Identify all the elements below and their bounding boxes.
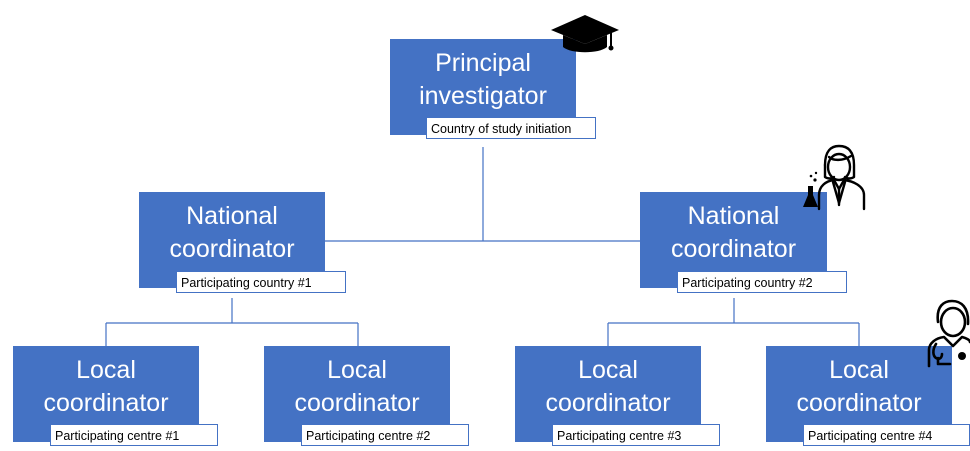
node-title-line-1: Local [327,356,387,384]
graduation-cap-icon [551,15,619,53]
node-subtitle: Country of study initiation [426,117,596,139]
node-title-line-2: coordinator [43,389,169,417]
node-title-line-1: National [186,202,278,230]
node-title-line-1: Local [76,356,136,384]
node-subtitle: Participating centre #1 [50,424,218,446]
node-title-line-1: Local [829,356,889,384]
node-title-line-2: investigator [419,82,547,110]
node-subtitle: Participating centre #4 [803,424,970,446]
scientist-icon [803,144,866,211]
node-title-line-1: Principal [435,49,531,77]
node-subtitle: Participating centre #3 [552,424,720,446]
node-subtitle: Participating country #2 [677,271,847,293]
node-title-line-2: coordinator [545,389,671,417]
node-title-line-1: National [687,202,780,230]
node-title-line-2: coordinator [796,389,922,417]
node-subtitle: Participating centre #2 [301,424,469,446]
node-title-line-1: Local [578,356,638,384]
node-title-line-2: coordinator [169,235,295,263]
node-title-line-2: coordinator [670,235,797,263]
doctor-icon [927,299,970,368]
node-title-line-2: coordinator [294,389,420,417]
node-subtitle: Participating country #1 [176,271,346,293]
